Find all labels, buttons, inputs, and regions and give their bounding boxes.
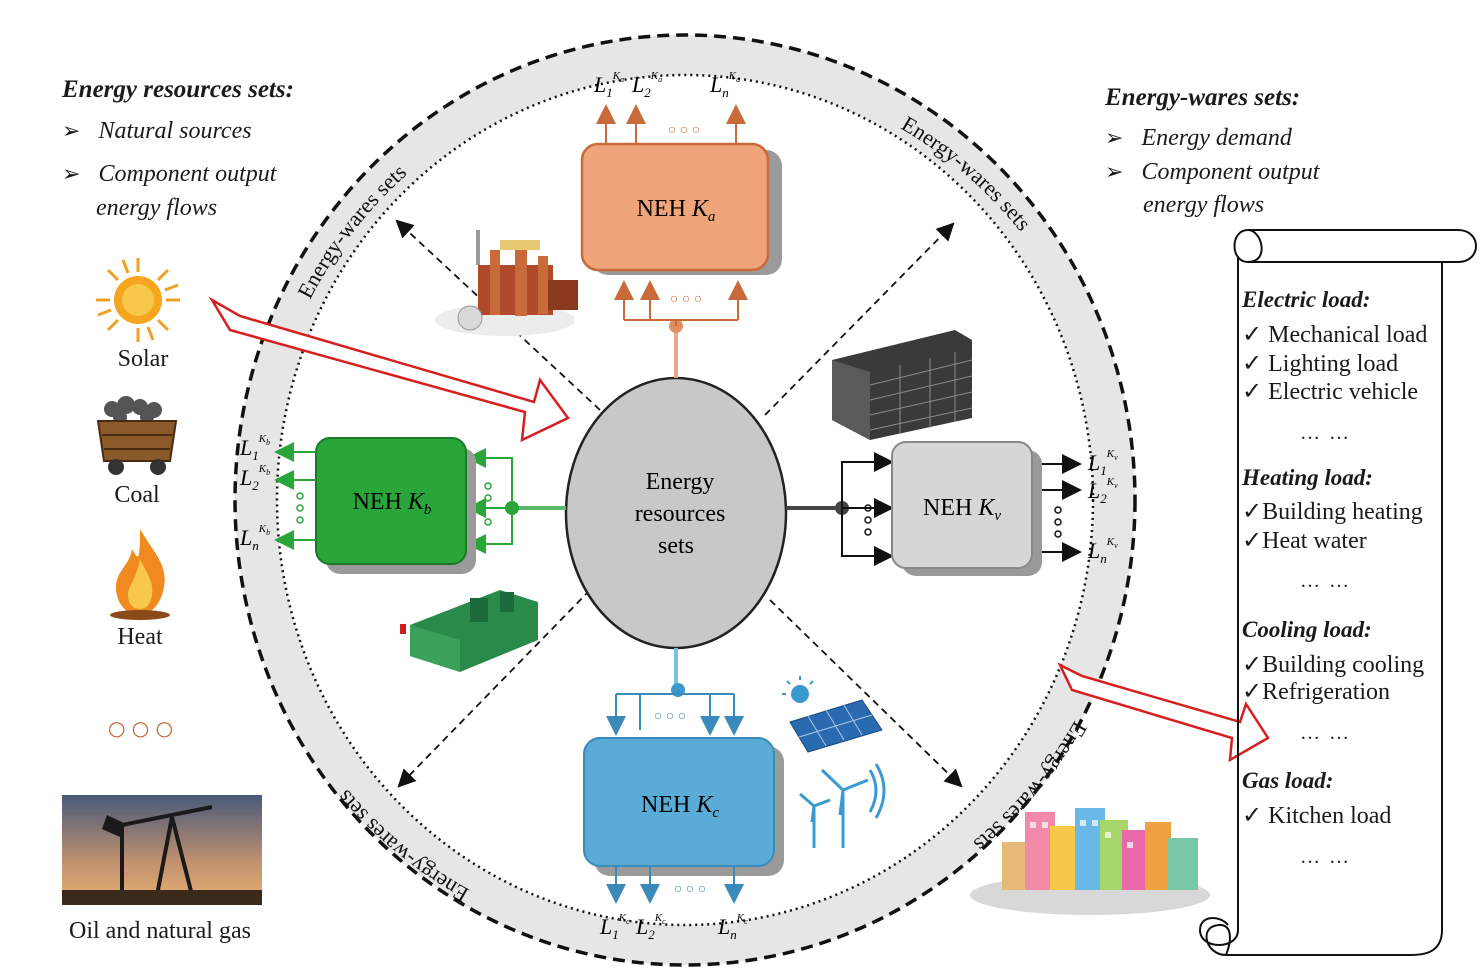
flame-icon — [110, 529, 170, 620]
center-text-line-2: resources — [635, 501, 726, 527]
electric-load-item: ✓ Electric vehicle — [1242, 379, 1419, 405]
left-panel-title: Energy resources sets: — [62, 76, 294, 103]
bullet-arrow-icon: ➢ — [1105, 159, 1124, 184]
bullet-arrow-icon: ➢ — [1105, 125, 1124, 150]
source-label-coal: Coal — [114, 482, 160, 508]
coal-cart-icon — [96, 396, 178, 475]
hub-c-label: NEH Kc — [641, 792, 719, 821]
solar-wind-icon — [782, 676, 886, 848]
gas-load-title: Gas load: — [1242, 768, 1334, 793]
bullet-arrow-icon: ➢ — [62, 161, 81, 186]
load-scroll — [1198, 229, 1477, 956]
cooling-load-item: ✓Refrigeration — [1242, 679, 1391, 705]
source-label-solar: Solar — [117, 346, 169, 372]
electric-load-more: … … — [1300, 422, 1351, 444]
right-panel-title: Energy-wares sets: — [1105, 84, 1301, 111]
flow-arrow-bottom-left — [397, 589, 591, 788]
heating-load-item: ✓Heat water — [1242, 528, 1367, 554]
cooling-load-item: ✓Building cooling — [1242, 652, 1425, 678]
oil-pump-icon — [62, 795, 262, 905]
more-sources-ellipsis: ○ ○ ○ — [108, 716, 174, 740]
city-buildings-icon — [970, 808, 1210, 915]
left-list-item-2: ➢ Component output — [62, 161, 276, 188]
center-text-line-3: sets — [658, 533, 694, 559]
right-list-item-text: Energy demand — [1141, 125, 1292, 151]
electric-load-title: Electric load: — [1242, 287, 1371, 312]
right-list-item-2: ➢ Component output — [1105, 159, 1319, 186]
bullet-arrow-icon: ➢ — [62, 118, 81, 143]
source-label-oil-gas: Oil and natural gas — [69, 918, 251, 944]
hub-b-label: NEH Kb — [353, 489, 432, 518]
chp-plant-icon — [435, 230, 578, 336]
right-list-item-text: Component output — [1141, 159, 1320, 185]
gas-load-item: ✓ Kitchen load — [1242, 803, 1392, 829]
heating-load-more: … … — [1300, 570, 1351, 592]
hub-v-label: NEH Kv — [923, 495, 1001, 524]
left-list-item-1: ➢ Natural sources — [62, 118, 252, 145]
hub-a-box — [580, 142, 770, 272]
heating-load-item: ✓Building heating — [1242, 499, 1423, 525]
cooling-load-title: Cooling load: — [1242, 617, 1372, 642]
hub-c-box — [583, 737, 775, 867]
right-list-item-1: ➢ Energy demand — [1105, 125, 1292, 152]
electric-load-item: ✓ Lighting load — [1242, 351, 1399, 377]
generator-icon — [400, 590, 538, 672]
left-list-item-text: Natural sources — [98, 118, 252, 144]
right-list-item-continuation: energy flows — [1143, 192, 1265, 218]
flow-arrow-bottom-right — [769, 599, 963, 788]
source-label-heat: Heat — [117, 624, 163, 650]
svg-text:○ ○ ○: ○ ○ ○ — [674, 882, 706, 897]
sun-icon — [96, 258, 180, 342]
left-list-item-continuation: energy flows — [96, 195, 218, 221]
electric-load-item: ✓ Mechanical load — [1242, 322, 1428, 348]
flow-arrow-top-right — [764, 222, 955, 416]
svg-text:○ ○ ○: ○ ○ ○ — [670, 292, 702, 307]
hub-a-label: NEH Ka — [637, 196, 716, 225]
center-text-line-1: Energy — [646, 469, 715, 495]
input-big-arrow — [208, 296, 570, 443]
cooling-load-more: … … — [1300, 722, 1351, 744]
hub-b-box — [315, 437, 467, 565]
heating-load-title: Heating load: — [1242, 465, 1373, 490]
svg-text:○ ○ ○: ○ ○ ○ — [668, 123, 700, 138]
output-big-arrow — [1057, 662, 1270, 763]
battery-storage-icon — [832, 330, 973, 440]
svg-text:○ ○ ○: ○ ○ ○ — [654, 709, 686, 724]
left-list-item-text: Component output — [98, 161, 277, 187]
gas-load-more: … … — [1300, 846, 1351, 868]
hub-v-box — [891, 441, 1033, 569]
